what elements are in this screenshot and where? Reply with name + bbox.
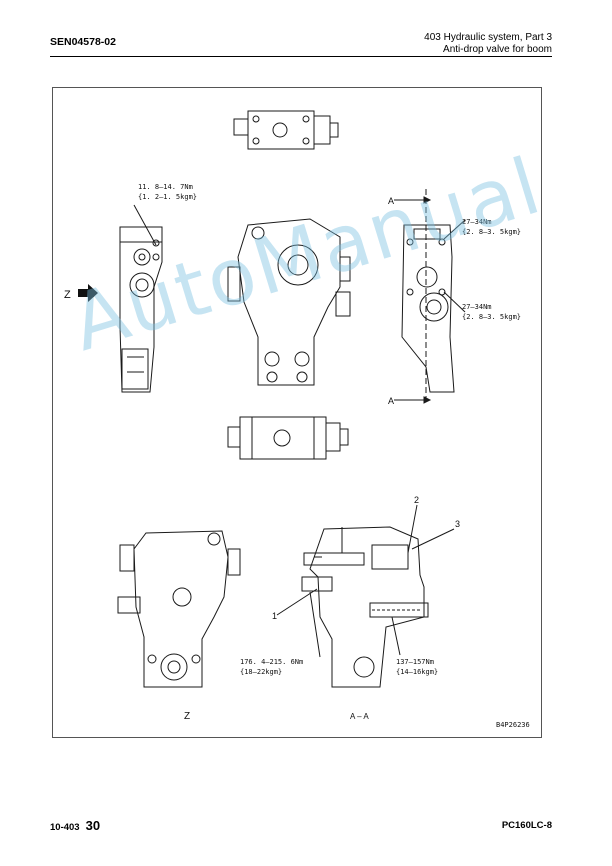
view-z-arrow-icon — [78, 284, 98, 302]
torque-label-1-kgm: {1. 2–1. 5kgm} — [138, 193, 197, 201]
footer-model: PC160LC-8 — [501, 820, 552, 831]
section-title: 403 Hydraulic system, Part 3 Anti-drop v… — [424, 32, 552, 56]
view-a-a-caption: A – A — [350, 712, 369, 721]
torque-label-5-nm: 137–157Nm — [396, 658, 434, 666]
section-a-a — [301, 526, 429, 688]
view-z-caption: Z — [184, 711, 190, 722]
section-title-line-2: Anti-drop valve for boom — [443, 44, 552, 55]
torque-label-2-nm: 27–34Nm — [462, 218, 492, 226]
section-title-line-1: 403 Hydraulic system, Part 3 — [424, 32, 552, 43]
right-side-view — [394, 189, 455, 404]
torque-label-4-nm: 176. 4–215. 6Nm — [240, 658, 303, 666]
document-id: SEN04578-02 — [50, 36, 116, 48]
leader-lines — [133, 204, 466, 658]
callout-3: 3 — [455, 519, 460, 529]
left-side-view — [119, 226, 163, 393]
torque-label-3-nm: 27–34Nm — [462, 303, 492, 311]
callout-1: 1 — [272, 611, 277, 621]
footer-page-ref: 10-403 30 — [50, 818, 100, 833]
footer-page-number: 30 — [85, 818, 101, 833]
figure-code: B4P26236 — [496, 721, 530, 729]
view-arrow-label: Z — [64, 289, 71, 301]
torque-label-5-kgm: {14–16kgm} — [396, 668, 438, 676]
torque-label-2-kgm: {2. 8–3. 5kgm} — [462, 228, 521, 236]
view-z — [117, 530, 241, 688]
center-main-view — [227, 218, 351, 386]
header-rule — [50, 56, 552, 57]
figure-frame — [52, 87, 542, 738]
callout-2: 2 — [414, 495, 419, 505]
footer-section-code: 10-403 — [50, 822, 80, 833]
section-mark-bottom: A — [388, 396, 394, 406]
torque-label-4-kgm: {18–22kgm} — [240, 668, 282, 676]
top-view — [233, 110, 339, 150]
valve-technical-drawing: 11. 8–14. 7Nm {1. 2–1. 5kgm} 27–34Nm {2.… — [64, 110, 530, 729]
section-mark-top: A — [388, 196, 394, 206]
torque-label-1-nm: 11. 8–14. 7Nm — [138, 183, 193, 191]
torque-label-3-kgm: {2. 8–3. 5kgm} — [462, 313, 521, 321]
middle-view — [227, 416, 349, 460]
